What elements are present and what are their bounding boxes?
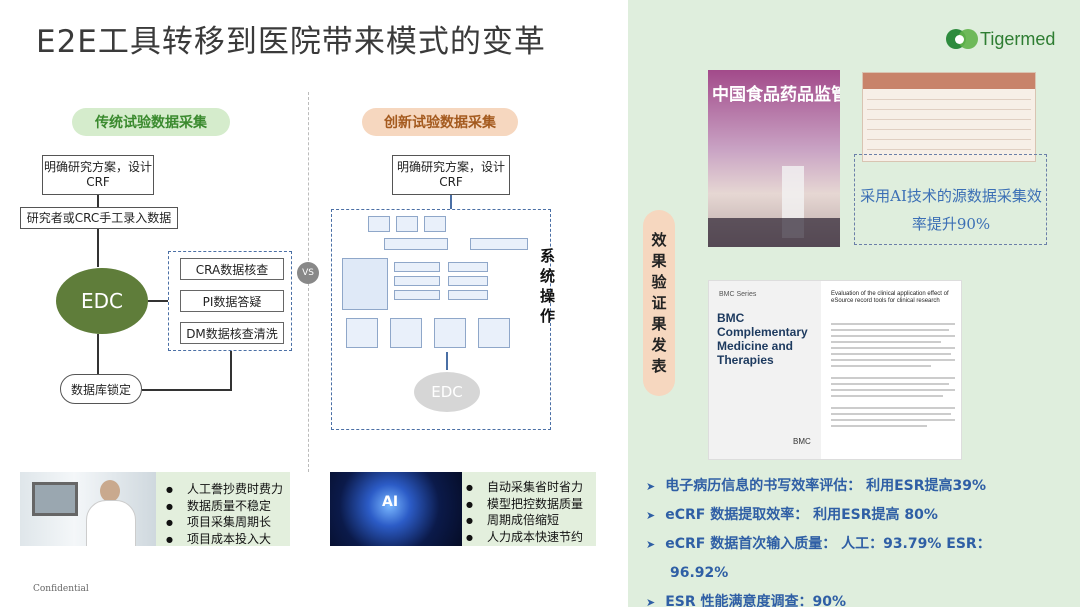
system-operation-label: 系统操作 bbox=[540, 247, 556, 325]
result-item: eCRF 数据提取效率： 利用ESR提高 80% bbox=[646, 501, 1076, 530]
connector bbox=[142, 389, 232, 391]
brand-logo: Tigermed bbox=[946, 27, 1055, 51]
traditional-step-manual-entry: 研究者或CRC手工录入数据 bbox=[20, 207, 178, 229]
brand-name: Tigermed bbox=[980, 28, 1056, 49]
system-diagram-element bbox=[390, 318, 422, 348]
list-item: 项目成本投入大 bbox=[166, 532, 283, 549]
result-item-continued: 96.92% bbox=[670, 565, 729, 581]
data-check-group bbox=[168, 251, 292, 351]
results-list: 电子病历信息的书写效率评估： 利用ESR提高39% eCRF 数据提取效率： 利… bbox=[646, 472, 1076, 607]
connector bbox=[230, 351, 232, 389]
journal-name: BMC Complementary Medicine and Therapies bbox=[717, 311, 808, 367]
list-item: 人力成本快速节约 bbox=[466, 530, 583, 547]
innovative-bullets: 自动采集省时省力 模型把控数据质量 周期成倍缩短 人力成本快速节约 bbox=[466, 480, 583, 546]
connector bbox=[148, 300, 168, 302]
database-lock: 数据库锁定 bbox=[60, 374, 142, 404]
data-table-image bbox=[862, 72, 1036, 162]
system-diagram-element bbox=[346, 318, 378, 348]
bmc-paper-image: BMC Series BMC Complementary Medicine an… bbox=[708, 280, 962, 460]
list-item: 数据质量不稳定 bbox=[166, 499, 283, 516]
system-diagram-element bbox=[434, 318, 466, 348]
ai-note-box bbox=[854, 154, 1047, 245]
article-title: Evaluation of the clinical application e… bbox=[831, 291, 949, 304]
system-diagram-element bbox=[396, 216, 418, 232]
system-diagram-element bbox=[368, 216, 390, 232]
arrow bbox=[450, 195, 452, 209]
system-diagram-element bbox=[448, 290, 488, 300]
list-item: 人工誊抄费时费力 bbox=[166, 482, 283, 499]
arrow bbox=[446, 352, 448, 370]
system-diagram-element bbox=[478, 318, 510, 348]
system-diagram-element bbox=[448, 262, 488, 272]
list-item: 项目采集周期长 bbox=[166, 515, 283, 532]
page-title: E2E工具转移到医院带来模式的变革 bbox=[36, 24, 546, 60]
system-diagram-element bbox=[384, 238, 448, 250]
check-pi: PI数据答疑 bbox=[180, 290, 284, 312]
innovative-step-design-crf: 明确研究方案，设计CRF bbox=[392, 155, 510, 195]
system-diagram-element bbox=[448, 276, 488, 286]
ai-note-text: 采用AI技术的源数据采集效率提升90% bbox=[860, 187, 1042, 233]
arrow bbox=[97, 334, 99, 374]
list-item: 自动采集省时省力 bbox=[466, 480, 583, 497]
traditional-step-design-crf: 明确研究方案，设计CRF bbox=[42, 155, 154, 195]
vs-badge: VS bbox=[297, 262, 319, 284]
innovative-edc: EDC bbox=[414, 372, 480, 412]
system-diagram-element bbox=[470, 238, 528, 250]
check-dm: DM数据核查清洗 bbox=[180, 322, 284, 344]
magazine-cover: 中国食品药品监管 bbox=[708, 70, 840, 247]
traditional-label: 传统试验数据采集 bbox=[72, 108, 230, 136]
innovative-label: 创新试验数据采集 bbox=[362, 108, 518, 136]
system-frame bbox=[331, 209, 551, 430]
effect-label: 效果验证果发表 bbox=[643, 210, 675, 396]
magazine-title: 中国食品药品监管 bbox=[712, 85, 840, 105]
arrow bbox=[97, 195, 99, 207]
result-item: ESR 性能满意度调查：90% bbox=[646, 588, 1076, 607]
arrow bbox=[97, 229, 99, 267]
doctor-photo bbox=[20, 472, 156, 546]
confidential-footer: Confidential bbox=[33, 584, 89, 594]
tigermed-logo-icon bbox=[946, 27, 978, 51]
system-diagram-element bbox=[394, 276, 440, 286]
system-diagram-element bbox=[424, 216, 446, 232]
result-item: eCRF 数据首次输入质量： 人工：93.79% ESR： bbox=[646, 530, 1076, 559]
result-item: 电子病历信息的书写效率评估： 利用ESR提高39% bbox=[646, 472, 1076, 501]
journal-series: BMC Series bbox=[719, 291, 757, 298]
traditional-edc: EDC bbox=[56, 268, 148, 334]
traditional-bullets: 人工誊抄费时费力 数据质量不稳定 项目采集周期长 项目成本投入大 bbox=[166, 482, 283, 548]
ai-photo: AI bbox=[330, 472, 462, 546]
system-diagram-element bbox=[394, 290, 440, 300]
journal-logo: BMC bbox=[793, 437, 811, 446]
list-item: 模型把控数据质量 bbox=[466, 497, 583, 514]
check-cra: CRA数据核查 bbox=[180, 258, 284, 280]
list-item: 周期成倍缩短 bbox=[466, 513, 583, 530]
system-diagram-element bbox=[394, 262, 440, 272]
system-diagram-element bbox=[342, 258, 388, 310]
